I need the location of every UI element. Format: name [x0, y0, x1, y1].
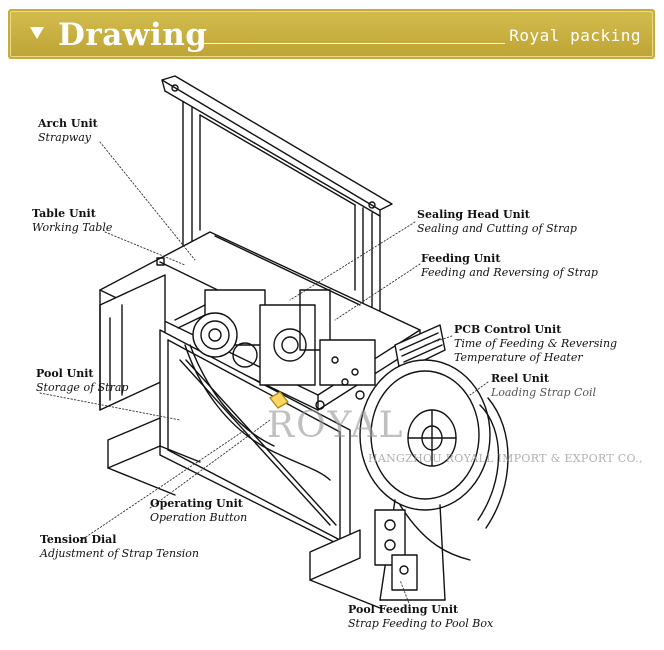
header-banner: Drawing Royal packing	[8, 9, 655, 59]
label-desc: Time of Feeding & Reversing	[454, 337, 618, 350]
label-table-unit: Table Unit Working Table	[32, 207, 112, 235]
watermark-company: HANGZHOU ROYALL IMPORT & EXPORT CO.,	[368, 452, 643, 465]
label-tension-dial: Tension Dial Adjustment of Strap Tension	[40, 533, 199, 561]
label-desc: Operation Button	[150, 511, 248, 524]
label-arch-unit: Arch Unit Strapway	[38, 117, 98, 145]
label-pool-unit: Pool Unit Storage of Strap	[36, 367, 128, 395]
banner-rule	[192, 43, 505, 44]
feeding-unit	[315, 339, 376, 410]
label-name: Operating Unit	[150, 497, 243, 510]
label-sealing-head-unit: Sealing Head Unit Sealing and Cutting of…	[417, 208, 577, 236]
label-desc: Feeding and Reversing of Strap	[421, 266, 598, 279]
label-name: Table Unit	[32, 207, 96, 220]
page-title: Drawing	[58, 17, 208, 53]
label-operating-unit: Operating Unit Operation Button	[150, 497, 247, 525]
banner-panel	[10, 11, 653, 57]
label-desc: Storage of Strap	[36, 381, 129, 394]
label-name: PCB Control Unit	[454, 323, 562, 336]
pcb-control-box	[394, 324, 446, 373]
triangle-down-icon	[30, 27, 44, 39]
label-name: Sealing Head Unit	[417, 208, 530, 221]
label-pcb-control-unit: PCB Control Unit Time of Feeding & Rever…	[454, 323, 617, 365]
label-name: Reel Unit	[491, 372, 549, 385]
label-desc: Strapway	[38, 131, 92, 144]
label-feeding-unit: Feeding Unit Feeding and Reversing of St…	[421, 252, 598, 280]
label-name: Tension Dial	[40, 533, 117, 546]
label-reel-unit: Reel Unit Loading Strap Coil	[491, 372, 596, 400]
watermark-logo: ROYAL	[267, 405, 405, 446]
label-desc: Sealing and Cutting of Strap	[417, 222, 577, 235]
pool-box	[159, 329, 351, 551]
label-name: Pool Feeding Unit	[348, 603, 459, 616]
label-desc: Loading Strap Coil	[491, 386, 597, 399]
label-desc-2: Temperature of Heater	[454, 351, 583, 364]
label-name: Feeding Unit	[421, 252, 501, 265]
label-desc: Working Table	[32, 221, 113, 234]
label-desc: Strap Feeding to Pool Box	[348, 617, 494, 630]
pool-feeding-mechanism	[374, 509, 418, 591]
brand-label: Royal packing	[509, 26, 641, 45]
label-name: Arch Unit	[38, 117, 98, 130]
base-feet	[107, 417, 381, 609]
label-pool-feeding-unit: Pool Feeding Unit Strap Feeding to Pool …	[348, 603, 493, 631]
label-name: Pool Unit	[36, 367, 94, 380]
label-desc: Adjustment of Strap Tension	[40, 547, 199, 560]
leader-lines	[39, 141, 489, 607]
sealing-head-assembly	[174, 289, 331, 409]
strap-reel	[359, 359, 509, 601]
